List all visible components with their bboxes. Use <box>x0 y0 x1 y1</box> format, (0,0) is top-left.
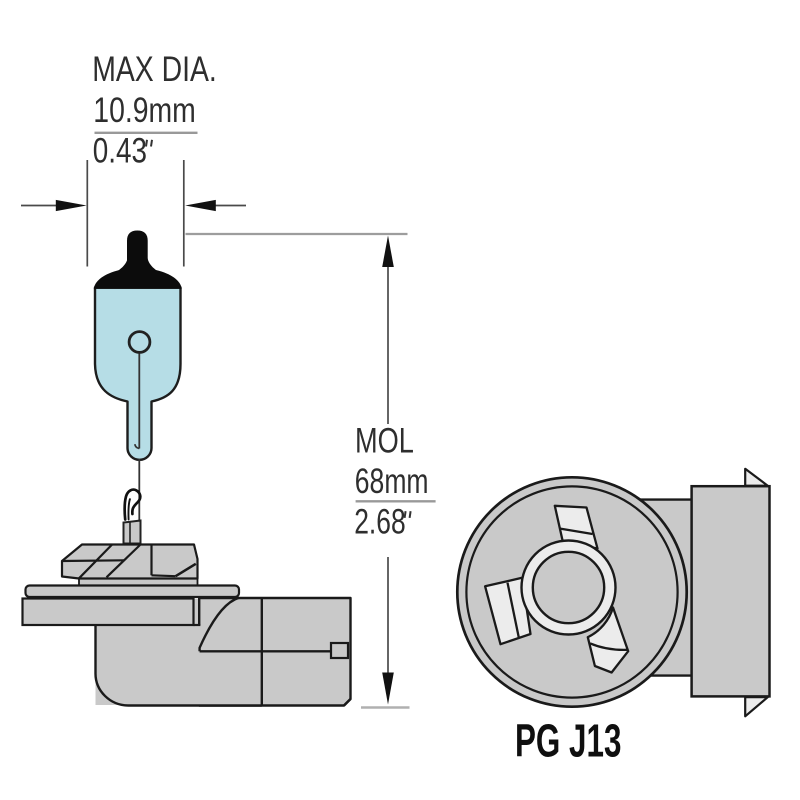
svg-text:68mm: 68mm <box>355 461 429 501</box>
svg-text:10.9mm: 10.9mm <box>93 90 196 130</box>
svg-text:2.68: 2.68 <box>354 502 405 542</box>
svg-text:MOL: MOL <box>355 420 414 460</box>
svg-text:0.43: 0.43 <box>93 130 147 170</box>
svg-text:PG J13: PG J13 <box>515 715 621 767</box>
svg-text:MAX DIA.: MAX DIA. <box>92 49 217 89</box>
